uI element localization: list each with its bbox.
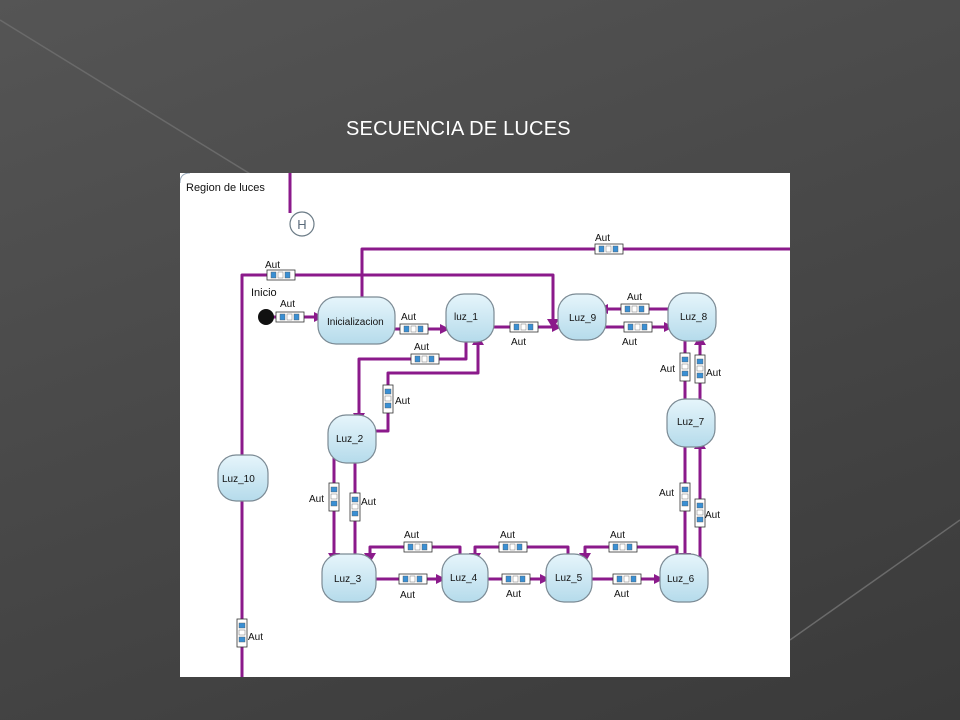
state-luz-6[interactable]: Luz_6: [659, 553, 709, 603]
line-luz10-luz9: [240, 273, 555, 456]
aut-queue-12[interactable]: Aut: [659, 482, 691, 512]
aut-queue-13[interactable]: Aut: [694, 498, 720, 528]
aut-label: Aut: [610, 530, 625, 541]
aut-queue-2[interactable]: Aut: [265, 260, 296, 281]
region-label: Region de luces: [186, 182, 265, 194]
initial-node[interactable]: [258, 309, 274, 325]
aut-label: Aut: [395, 396, 410, 407]
state-label: Luz_7: [677, 417, 705, 428]
aut-label: Aut: [614, 589, 629, 600]
aut-queue-5[interactable]: Aut: [509, 321, 539, 348]
aut-label: Aut: [500, 530, 515, 541]
aut-queue-20[interactable]: Aut: [501, 573, 531, 600]
aut-label: Aut: [627, 292, 642, 303]
aut-label: Aut: [361, 497, 376, 508]
aut-label: Aut: [401, 312, 416, 323]
aut-queue-18[interactable]: Aut: [608, 530, 638, 553]
aut-label: Aut: [705, 510, 720, 521]
state-label: Inicializacion: [327, 317, 384, 328]
state-luz-8[interactable]: Luz_8: [667, 292, 717, 342]
state-label: Luz_10: [222, 474, 255, 485]
history-symbol: H: [297, 217, 306, 232]
aut-queue-22[interactable]: Aut: [236, 618, 263, 648]
aut-queue-16[interactable]: Aut: [403, 530, 433, 553]
state-label: luz_1: [454, 312, 478, 323]
aut-queue-10[interactable]: Aut: [660, 352, 691, 382]
line-luz1-luz2: [357, 339, 468, 419]
aut-queue-15[interactable]: Aut: [349, 492, 376, 522]
aut-label: Aut: [659, 488, 674, 499]
state-luz-3[interactable]: Luz_3: [321, 553, 377, 603]
state-label: Luz_3: [334, 574, 362, 585]
state-diagram: Region de luces: [180, 173, 790, 677]
aut-queue-19[interactable]: Aut: [398, 573, 428, 601]
aut-queue-17[interactable]: Aut: [498, 530, 528, 553]
state-label: Luz_2: [336, 434, 364, 445]
line-luz2-luz1: [376, 339, 480, 433]
region-corner: [180, 173, 191, 184]
state-label: Luz_8: [680, 312, 708, 323]
state-label: Luz_9: [569, 313, 597, 324]
state-diagram-canvas: Region de luces: [180, 173, 790, 677]
initial-label: Inicio: [251, 287, 277, 299]
state-luz-7[interactable]: Luz_7: [666, 398, 716, 448]
state-label: Luz_6: [667, 574, 695, 585]
state-label: Luz_5: [555, 573, 583, 584]
aut-label: Aut: [414, 342, 429, 353]
aut-queue-6[interactable]: Aut: [622, 321, 653, 348]
aut-queue-8[interactable]: Aut: [410, 342, 440, 365]
aut-queue-11[interactable]: Aut: [694, 354, 721, 384]
state-label: Luz_4: [450, 573, 478, 584]
state-luz-4[interactable]: Luz_4: [441, 553, 489, 603]
aut-label: Aut: [309, 494, 324, 505]
aut-label: Aut: [622, 337, 637, 348]
aut-label: Aut: [404, 530, 419, 541]
state-luz-10[interactable]: Luz_10: [217, 454, 269, 502]
aut-queue-4[interactable]: Aut: [399, 312, 429, 335]
aut-label: Aut: [706, 368, 721, 379]
aut-label: Aut: [660, 364, 675, 375]
history-node[interactable]: H: [289, 211, 315, 237]
aut-label: Aut: [506, 589, 521, 600]
aut-queue-3[interactable]: Aut: [275, 299, 305, 323]
aut-label: Aut: [400, 590, 415, 601]
aut-queue-1[interactable]: Aut: [594, 233, 624, 255]
aut-label: Aut: [248, 632, 263, 643]
aut-label: Aut: [280, 299, 295, 310]
state-luz-1[interactable]: luz_1: [445, 293, 495, 343]
state-luz-5[interactable]: Luz_5: [545, 553, 593, 603]
slide-title: SECUENCIA DE LUCES: [346, 118, 571, 140]
state-luz-9[interactable]: Luz_9: [557, 293, 607, 341]
aut-queue-9[interactable]: Aut: [382, 384, 410, 414]
aut-queue-7[interactable]: Aut: [620, 292, 650, 315]
line-top-long: [360, 247, 790, 301]
aut-queue-21[interactable]: Aut: [612, 573, 642, 600]
aut-label: Aut: [265, 260, 280, 271]
aut-queue-14[interactable]: Aut: [309, 482, 340, 512]
state-inicializacion[interactable]: Inicializacion: [317, 296, 396, 345]
state-luz-2[interactable]: Luz_2: [327, 414, 377, 464]
aut-label: Aut: [511, 337, 526, 348]
aut-label: Aut: [595, 233, 610, 244]
